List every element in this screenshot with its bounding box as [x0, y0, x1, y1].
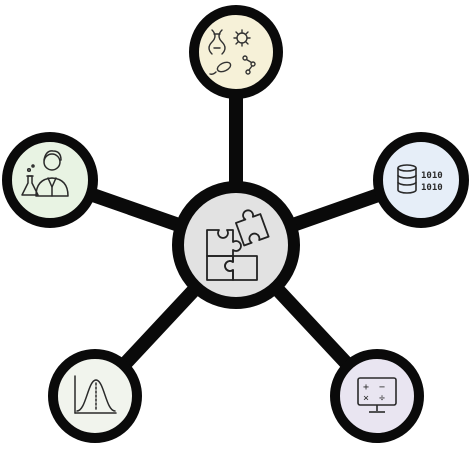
database-binary-icon: 1010 1010 — [397, 164, 443, 194]
calculator-monitor-icon: + − × ÷ — [357, 377, 397, 413]
bottom-left-node — [48, 349, 142, 443]
left-node — [2, 132, 98, 228]
center-node — [172, 181, 300, 309]
binary-text-line-2: 1010 — [421, 183, 443, 193]
top-node — [189, 5, 283, 99]
biology-molecules-icon — [208, 29, 256, 75]
op-minus: − — [379, 382, 385, 393]
left-node-circle — [2, 132, 98, 228]
bottom-left-node-circle — [48, 349, 142, 443]
scientist-flask-icon — [21, 150, 69, 197]
bottom-right-node: + − × ÷ — [330, 349, 424, 443]
puzzle-pieces-icon — [206, 209, 270, 281]
binary-text-line-1: 1010 — [421, 171, 443, 181]
op-times: × — [363, 393, 369, 404]
top-node-circle — [189, 5, 283, 99]
right-node-circle — [373, 132, 469, 228]
op-plus: + — [363, 382, 369, 393]
right-node: 1010 1010 — [373, 132, 469, 228]
normal-distribution-icon — [74, 375, 117, 414]
bottom-right-node-circle — [330, 349, 424, 443]
center-node-circle — [172, 181, 300, 309]
op-divide: ÷ — [379, 393, 385, 404]
